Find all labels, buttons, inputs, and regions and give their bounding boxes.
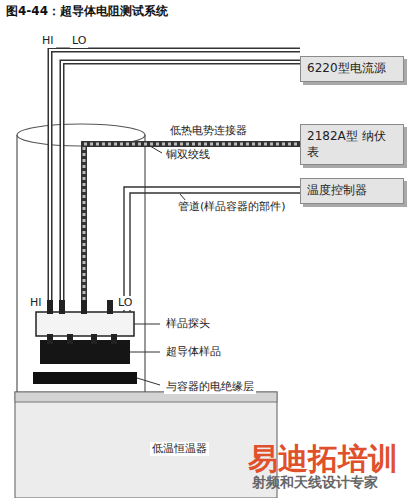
instrument-box: 6220型电流源 (300, 56, 404, 82)
part-label: 样品探头 (164, 317, 212, 331)
part-label: HI (40, 34, 56, 48)
probe-pins (47, 300, 117, 344)
part-label: LO (70, 34, 88, 48)
part-label: 管道(样品容器的部件) (176, 200, 288, 214)
twisted-pair (84, 144, 308, 300)
sample-probe (36, 312, 134, 336)
lo-wire (62, 62, 300, 300)
leader-line (130, 352, 160, 353)
leader-line (137, 378, 160, 385)
instrument-name: 温度控制器 (307, 183, 397, 199)
leader-line (134, 324, 160, 325)
part-label: LO (116, 296, 134, 310)
instrument-name: 2182A型 纳伏表 (307, 129, 397, 160)
part-label: 超导体样品 (164, 345, 223, 359)
part-label: 与容器的电绝缘层 (164, 380, 256, 394)
cryostat-body (15, 392, 277, 498)
leader-line (150, 146, 162, 153)
part-label: 铜双绞线 (164, 148, 212, 162)
cylinder-wall (144, 135, 145, 392)
tube (130, 193, 300, 312)
watermark: 易迪拓培训 (246, 440, 400, 478)
hi-wire (50, 50, 300, 300)
instrument-name: 6220型电流源 (307, 61, 397, 77)
tube (124, 187, 300, 312)
hi-wire (50, 50, 300, 300)
instrument-box: 温度控制器 (300, 178, 404, 204)
twisted-pair (84, 144, 308, 300)
part-label: 低温恒温器 (150, 442, 209, 456)
insulation-layer (33, 372, 137, 384)
watermark: 射频和天线设计专家 (250, 474, 380, 492)
part-label: 低热电势连接器 (168, 124, 249, 138)
instrument-box: 2182A型 纳伏表 (300, 124, 404, 165)
part-label: HI (28, 296, 44, 310)
figure-title: 图4-44：超导体电阻测试系统 (6, 4, 168, 19)
lo-wire (62, 62, 300, 300)
cylinder-wall (16, 135, 17, 392)
